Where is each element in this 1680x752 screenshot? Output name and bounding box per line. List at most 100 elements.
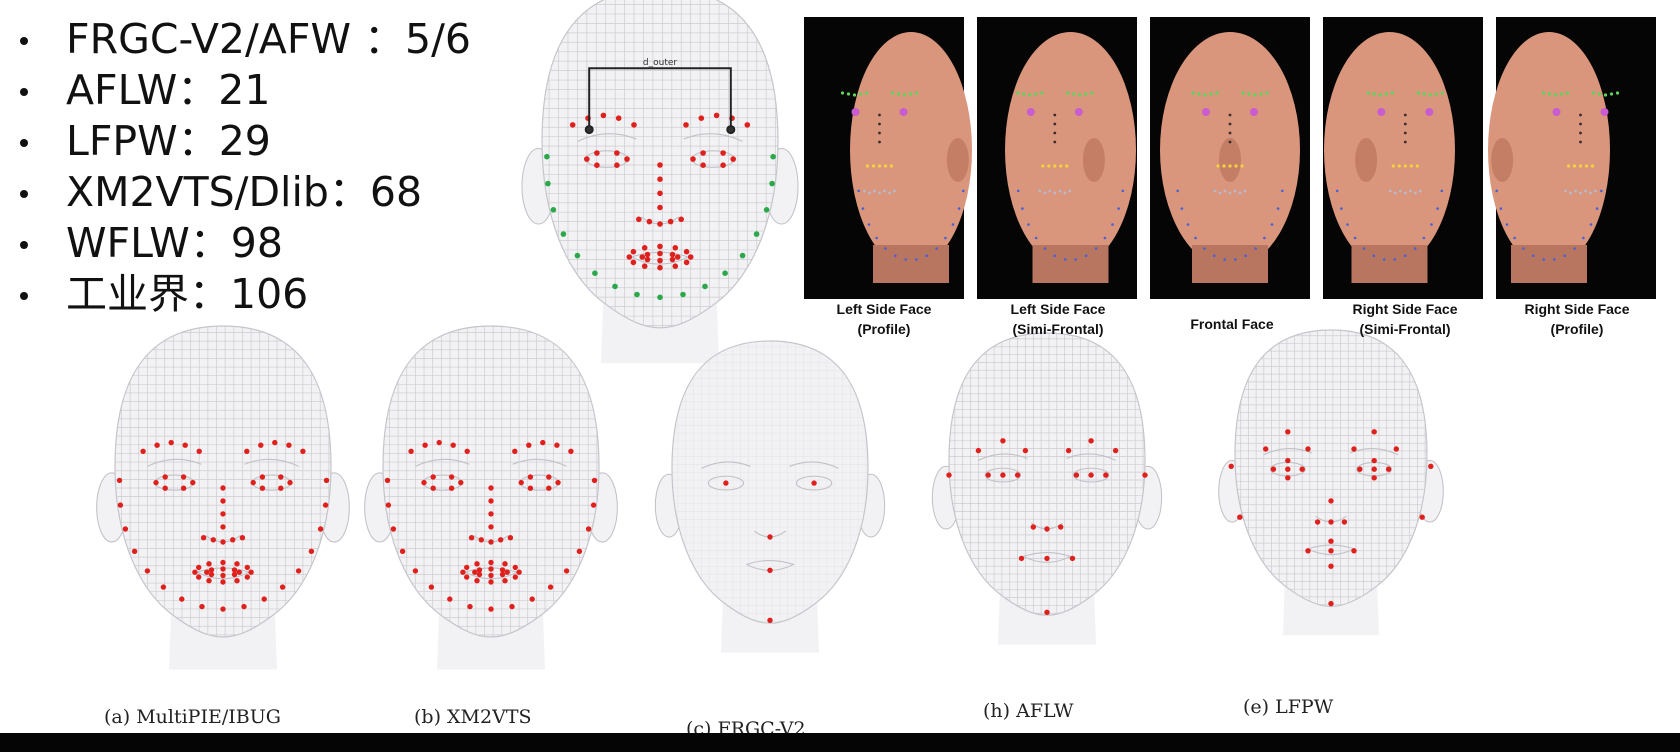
landmark-point	[1314, 519, 1321, 525]
landmark-point	[1022, 447, 1029, 454]
nose-base-point	[1566, 164, 1571, 168]
nose-base-point	[498, 537, 504, 543]
landmark-point	[1328, 548, 1334, 554]
outer-lip-point	[474, 561, 480, 567]
jaw-point	[1027, 223, 1030, 226]
eye-point	[1425, 108, 1434, 116]
brow-point	[1416, 91, 1420, 95]
jaw-point	[1094, 247, 1098, 250]
brow-point	[908, 92, 913, 96]
jaw-point	[447, 596, 453, 602]
lip-point	[1213, 189, 1217, 193]
eye-point	[527, 485, 534, 491]
photo-landmarks	[1016, 91, 1125, 261]
brow-point	[600, 112, 607, 119]
brow-point	[1197, 92, 1201, 96]
head-outline	[671, 340, 869, 624]
outer-lip-point	[641, 263, 648, 270]
jaw-point	[199, 603, 205, 610]
brow-point	[864, 91, 869, 95]
nose-bridge-point	[657, 190, 663, 197]
photo-caption-right-semi: Right Side Face (Simi-Frontal)	[1352, 301, 1458, 337]
photo-caption-left-semi: Left Side Face (Simi-Frontal)	[1010, 301, 1106, 337]
face-model-mesh-0	[96, 325, 350, 670]
photo-landmarks	[1335, 91, 1444, 261]
inner-lip-point	[669, 251, 676, 258]
inner-lip-point	[674, 254, 681, 260]
jaw-point	[1589, 223, 1593, 226]
brow-point	[1034, 92, 1038, 96]
jaw-point	[547, 584, 554, 590]
lip-point	[1413, 191, 1417, 195]
lip-point	[1398, 189, 1402, 193]
lip-point	[1388, 189, 1392, 193]
lip-point	[1223, 189, 1227, 193]
jaw-point	[144, 568, 151, 574]
bullet-lfpw: LFPW：29	[14, 116, 471, 167]
outer-lip-point	[683, 259, 690, 266]
jaw-point	[894, 254, 897, 258]
rendered-neck	[873, 245, 949, 283]
rendered-head	[1324, 32, 1455, 268]
face-model-mesh-2	[654, 340, 886, 653]
jaw-point	[1223, 258, 1226, 261]
eye-point	[162, 485, 168, 491]
jaw-point	[1340, 207, 1343, 210]
lip-point	[1048, 189, 1052, 193]
face-model-mesh-3	[931, 332, 1163, 645]
landmark-point	[1351, 446, 1357, 452]
jaw-point	[1263, 236, 1266, 240]
brow-point	[540, 439, 546, 446]
nose-base-point	[1584, 164, 1589, 168]
nose-point	[878, 131, 881, 135]
jaw-point	[399, 548, 406, 554]
jaw-point	[944, 236, 947, 240]
landmark-point	[1328, 498, 1334, 504]
jaw-point	[884, 247, 887, 250]
brow-point	[858, 92, 863, 96]
landmark-point	[1328, 600, 1334, 607]
landmark-point	[1069, 555, 1076, 562]
inner-lip-point	[488, 566, 494, 572]
outer-lip-point	[234, 561, 240, 567]
brow-point	[182, 442, 188, 448]
head-outline	[541, 0, 779, 329]
head-outline	[114, 325, 332, 638]
jaw-point	[1270, 223, 1274, 226]
brow-point	[569, 122, 576, 128]
jaw-point	[590, 502, 597, 508]
eye-point	[614, 162, 620, 168]
photo-landmarks	[1495, 91, 1620, 261]
landmark-point	[985, 472, 991, 478]
lip-point	[1393, 191, 1397, 195]
lip-point	[863, 189, 866, 193]
brow-point	[1428, 93, 1432, 97]
jaw-point	[544, 153, 550, 160]
jaw-point	[925, 254, 928, 258]
landmark-point	[1058, 524, 1064, 530]
inner-lip-point	[476, 567, 483, 573]
nose-base-point	[865, 164, 870, 168]
lip-point	[1058, 189, 1062, 193]
eye-point	[594, 162, 600, 168]
inner-lip-point	[236, 569, 242, 575]
eye-point	[250, 479, 256, 486]
landmark-point	[1419, 514, 1425, 520]
jaw-point	[1532, 254, 1535, 258]
brow-point	[196, 448, 202, 454]
eye-point	[723, 480, 729, 486]
lip-point	[1584, 189, 1587, 193]
nose-point	[1228, 113, 1232, 117]
nose-base-point	[1222, 164, 1226, 168]
eye-point	[1026, 108, 1035, 116]
outer-eye-corner	[726, 125, 736, 135]
brow-point	[1591, 91, 1596, 95]
jaw-point	[323, 477, 330, 484]
lip-point	[1218, 191, 1222, 195]
jaw-point	[739, 252, 746, 259]
brow-point	[1366, 91, 1370, 95]
eye-point	[624, 156, 630, 162]
brow-point	[631, 122, 637, 128]
landmark-point	[1285, 457, 1291, 464]
brow-point	[1378, 93, 1382, 97]
